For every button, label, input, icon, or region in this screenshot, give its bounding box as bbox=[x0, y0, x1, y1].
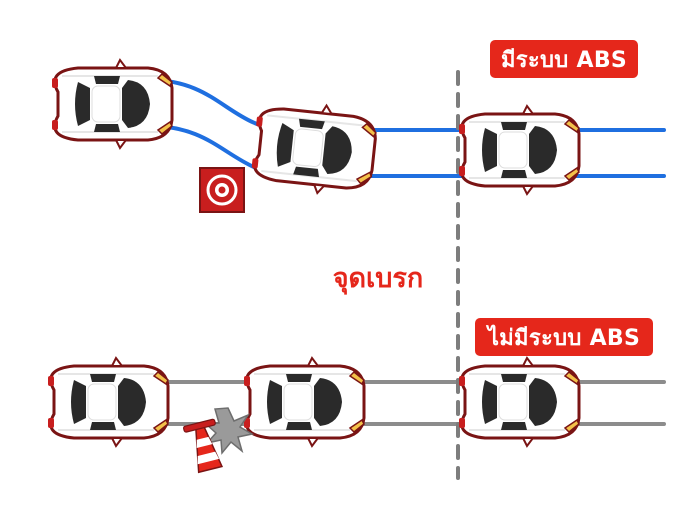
no-abs-car-start bbox=[46, 356, 176, 448]
abs-tracks bbox=[148, 78, 666, 178]
abs-car-stopped bbox=[457, 104, 587, 196]
brake-point-label: จุดเบรก bbox=[332, 263, 424, 294]
no-abs-car-stopped bbox=[457, 356, 587, 448]
abs-car-swerving bbox=[248, 96, 386, 201]
with-abs-badge: มีระบบ ABS bbox=[490, 40, 638, 78]
abs-car-start bbox=[50, 58, 180, 150]
traffic-cone-icon bbox=[183, 418, 224, 474]
abs-track-upper bbox=[148, 78, 666, 132]
without-abs-badge: ไม่มีระบบ ABS bbox=[475, 318, 653, 356]
no-abs-car-crashing bbox=[242, 356, 372, 448]
target-icon bbox=[199, 167, 245, 213]
